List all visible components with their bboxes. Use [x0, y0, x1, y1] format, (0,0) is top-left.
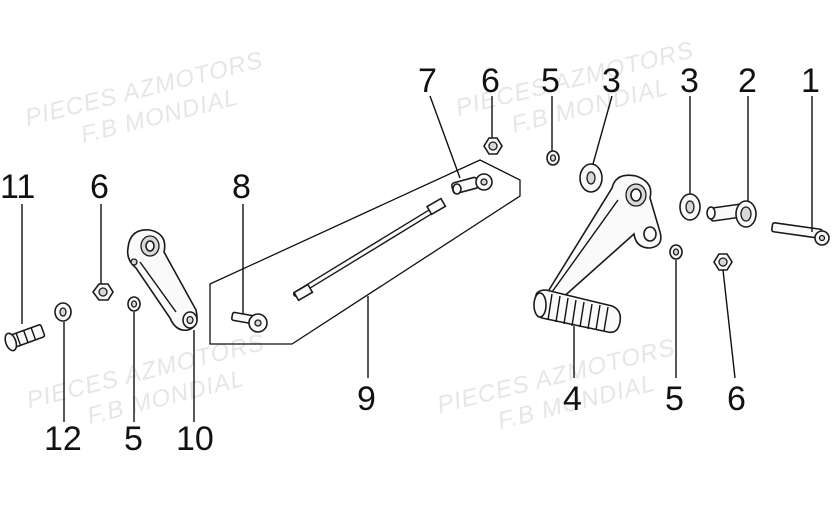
part-5-washer-right [669, 244, 683, 260]
part-9-shift-rod [292, 197, 447, 302]
callout-11: 11 [0, 168, 35, 206]
part-3-washer-right [679, 193, 701, 221]
part-10-shift-arm [126, 229, 198, 332]
part-5-washer-top [546, 150, 560, 166]
leader-lines [21, 95, 813, 422]
callout-7: 7 [418, 62, 437, 100]
callout-3-left: 3 [602, 62, 621, 100]
rod-assembly-outline [209, 159, 521, 345]
callout-5-right: 5 [665, 380, 684, 418]
callout-1: 1 [801, 62, 820, 100]
callout-6-left: 6 [90, 168, 109, 206]
part-6-nut-right [713, 253, 733, 271]
part-11-bolt [4, 324, 46, 352]
callout-3-right: 3 [680, 62, 699, 100]
callout-12: 12 [44, 420, 82, 458]
callout-8: 8 [232, 168, 251, 206]
callout-10: 10 [176, 420, 214, 458]
part-6-nut-left [92, 283, 114, 301]
part-7-rod-end [451, 173, 493, 195]
watermark-bottom-right: PIECES AZMOTORS F.B MONDIAL [435, 334, 679, 435]
part-12-washer [54, 302, 72, 322]
callout-2: 2 [738, 62, 757, 100]
part-2-pivot-bushing [706, 200, 757, 228]
part-5-washer-left [127, 296, 141, 312]
watermark-top: PIECES AZMOTORS F.B MONDIAL [22, 47, 266, 149]
pedal-rubber-grip [533, 289, 622, 334]
callout-6-top: 6 [481, 62, 500, 100]
part-4-shift-pedal [533, 174, 662, 334]
callout-5-top: 5 [541, 62, 560, 100]
callout-6-right: 6 [727, 380, 746, 418]
part-6-nut-top [483, 137, 503, 155]
callout-9: 9 [357, 380, 376, 418]
callout-4: 4 [563, 380, 582, 418]
part-8-ball-joint [230, 311, 268, 333]
part-1-bolt [771, 222, 830, 246]
part-3-washer-left [579, 163, 603, 193]
callout-5-left: 5 [124, 420, 143, 458]
